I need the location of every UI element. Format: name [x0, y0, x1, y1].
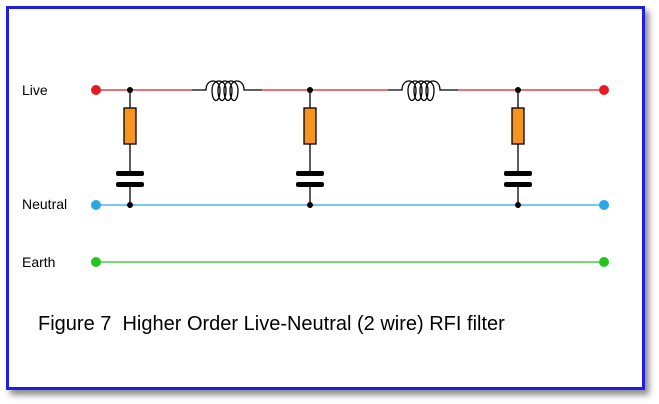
- neutral-terminal-left: [91, 200, 101, 210]
- neutral-terminal-right: [599, 200, 609, 210]
- resistor-1: [123, 107, 137, 145]
- rc-branch-2: [296, 87, 324, 208]
- rc-branch-1: [116, 87, 144, 208]
- capacitor-1: [116, 171, 144, 176]
- earth-label: Earth: [22, 254, 55, 270]
- diagram-frame: [6, 6, 645, 390]
- earth-terminal-left: [91, 257, 101, 267]
- inductor-1: [192, 80, 262, 102]
- resistor-2: [303, 107, 317, 145]
- capacitor-2: [296, 171, 324, 176]
- earth-terminal-right: [599, 257, 609, 267]
- inductor-2: [388, 80, 458, 102]
- live-label: Live: [22, 82, 48, 98]
- figure-caption: Figure 7 Higher Order Live-Neutral (2 wi…: [38, 313, 505, 335]
- capacitor-3: [504, 171, 532, 176]
- live-terminal-left: [91, 85, 101, 95]
- rc-branch-3: [504, 87, 532, 208]
- terminals: [91, 85, 609, 267]
- resistor-3: [511, 107, 525, 145]
- live-terminal-right: [599, 85, 609, 95]
- neutral-label: Neutral: [22, 196, 67, 212]
